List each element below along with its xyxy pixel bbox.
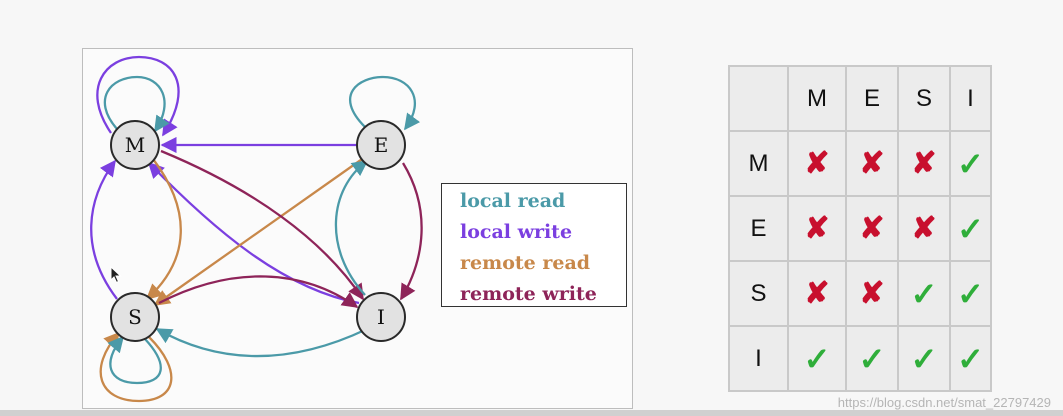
legend-remote-read: remote read [460, 252, 591, 274]
matrix-row: S ✘ ✘ ✓ ✓ [728, 260, 992, 327]
loop-s-local-read [107, 335, 162, 385]
matrix-cell: ✓ [787, 325, 847, 392]
state-node-m: M [110, 120, 160, 170]
cross-mark-icon: ✘ [804, 212, 830, 245]
matrix-row: M ✘ ✘ ✘ ✓ [728, 130, 992, 197]
matrix-cell: ✓ [949, 260, 992, 327]
edge-e-to-i-remote-write [400, 162, 423, 301]
matrix-row-header: S [728, 260, 789, 327]
loop-m-local-read [103, 75, 170, 133]
matrix-row: I ✓ ✓ ✓ ✓ [728, 325, 992, 392]
state-label-i: I [377, 305, 385, 329]
bottom-edge-bar [0, 410, 1063, 416]
matrix-col-header: M [787, 65, 847, 132]
state-label-m: M [125, 133, 145, 157]
matrix-cell: ✘ [787, 195, 847, 262]
check-mark-icon: ✓ [957, 210, 984, 247]
edge-m-to-i-remote-write [160, 149, 364, 301]
state-node-e: E [356, 120, 406, 170]
matrix-header-row: M E S I [728, 65, 992, 132]
matrix-cell: ✘ [845, 195, 899, 262]
matrix-cell: ✘ [897, 195, 951, 262]
loop-m-local-write [96, 55, 180, 137]
legend-local-read: local read [460, 190, 566, 212]
matrix-corner-cell [728, 65, 789, 132]
cross-mark-icon: ✘ [911, 147, 937, 180]
matrix-cell: ✓ [897, 325, 951, 392]
check-mark-icon: ✓ [910, 275, 938, 312]
mesi-state-diagram: M E S I [90, 55, 423, 403]
matrix-col-header: E [845, 65, 899, 132]
matrix-cell: ✘ [845, 260, 899, 327]
mouse-pointer-icon [110, 266, 122, 284]
matrix-cell: ✓ [949, 130, 992, 197]
loop-e-local-read [349, 75, 421, 131]
loop-s-remote-read [99, 331, 173, 403]
edge-i-to-e-local-read [334, 160, 369, 296]
state-node-i: I [356, 292, 406, 342]
matrix-row: E ✘ ✘ ✘ ✓ [728, 195, 992, 262]
cross-mark-icon: ✘ [804, 147, 830, 180]
state-label-s: S [128, 305, 142, 329]
cross-mark-icon: ✘ [804, 277, 830, 310]
matrix-cell: ✘ [787, 260, 847, 327]
edge-e-to-s-remote-read [153, 156, 366, 306]
check-mark-icon: ✓ [803, 340, 831, 377]
matrix-cell: ✘ [897, 130, 951, 197]
matrix-row-header: M [728, 130, 789, 197]
matrix-row-header: E [728, 195, 789, 262]
check-mark-icon: ✓ [858, 340, 886, 377]
matrix-cell: ✓ [845, 325, 899, 392]
matrix-col-header: S [897, 65, 951, 132]
matrix-cell: ✘ [845, 130, 899, 197]
diagram-legend: local read local write remote read remot… [441, 183, 627, 307]
legend-remote-write: remote write [460, 283, 597, 305]
edge-i-to-s-local-read [155, 327, 368, 358]
cross-mark-icon: ✘ [859, 277, 885, 310]
check-mark-icon: ✓ [910, 340, 938, 377]
cross-mark-icon: ✘ [859, 147, 885, 180]
watermark-text: https://blog.csdn.net/smat_22797429 [837, 395, 1051, 410]
compatibility-matrix: M E S I M ✘ ✘ ✘ ✓ E ✘ ✘ ✘ ✓ S ✘ ✘ ✓ ✓ I … [728, 65, 992, 392]
state-label-e: E [374, 133, 389, 157]
state-node-s: S [110, 292, 160, 342]
matrix-cell: ✓ [949, 195, 992, 262]
matrix-cell: ✓ [897, 260, 951, 327]
check-mark-icon: ✓ [957, 145, 984, 182]
matrix-cell: ✘ [787, 130, 847, 197]
edge-i-to-m-local-write [147, 161, 360, 305]
cross-mark-icon: ✘ [911, 212, 937, 245]
check-mark-icon: ✓ [957, 340, 984, 377]
cross-mark-icon: ✘ [859, 212, 885, 245]
check-mark-icon: ✓ [957, 275, 984, 312]
edge-s-to-i-remote-write [158, 275, 359, 308]
matrix-col-header: I [949, 65, 992, 132]
edge-m-to-s-remote-read [145, 158, 182, 301]
matrix-row-header: I [728, 325, 789, 392]
state-diagram-panel: M E S I local read local write remote re… [82, 48, 633, 409]
matrix-cell: ✓ [949, 325, 992, 392]
legend-local-write: local write [460, 221, 573, 243]
edge-s-to-m-local-write [90, 159, 118, 300]
